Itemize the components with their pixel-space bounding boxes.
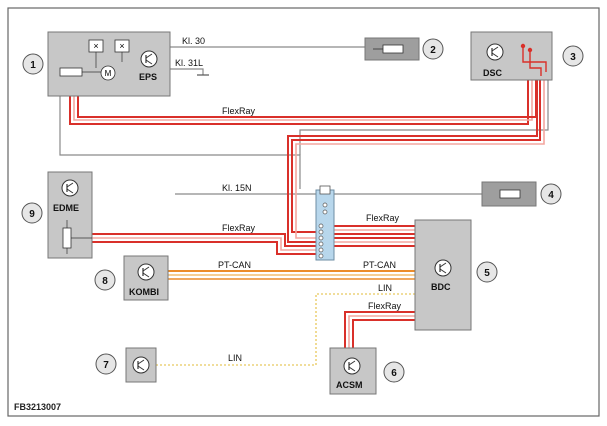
svg-text:4: 4 [548, 190, 554, 201]
label-flexray-bdc: FlexRay [366, 213, 400, 223]
edme-transistor-icon [61, 179, 79, 197]
svg-text:×: × [93, 41, 98, 51]
eps-module: × × M EPS [47, 31, 171, 97]
eps-label: EPS [139, 72, 157, 82]
callout-9: 9 [21, 202, 43, 224]
bdc-module: BDC [414, 219, 472, 331]
eps-transistor-icon [140, 50, 158, 68]
callout-5: 5 [476, 261, 498, 283]
kl15n-fuse [481, 181, 537, 207]
label-lin-bdc: LIN [378, 283, 392, 293]
dsc-transistor-icon [486, 43, 504, 61]
label-flexray-top: FlexRay [222, 106, 256, 116]
lin-sensor-bdc [156, 293, 415, 366]
callout-2: 2 [422, 38, 444, 60]
kombi-module: KOMBI [123, 255, 169, 301]
flexray-edme-bus [92, 233, 316, 255]
label-ptcan-bdc: PT-CAN [363, 260, 396, 270]
label-kl31l: Kl. 31L [175, 58, 203, 68]
callout-3: 3 [562, 45, 584, 67]
figure-id: FB3213007 [14, 402, 61, 412]
callout-8: 8 [94, 269, 116, 291]
svg-text:6: 6 [391, 368, 397, 379]
motor-icon [100, 65, 116, 81]
acsm-transistor-icon [343, 357, 361, 375]
wire-kl31l [170, 68, 204, 75]
svg-text:M: M [105, 69, 112, 78]
svg-text:5: 5 [484, 268, 490, 279]
callout-6: 6 [383, 361, 405, 383]
flexray-acsm-bdc [344, 311, 415, 348]
bus-connector [315, 185, 335, 261]
wire-kl15-dsc [299, 80, 549, 155]
bdc-transistor-icon [434, 259, 452, 277]
svg-text:3: 3 [570, 52, 576, 63]
label-ptcan-kombi: PT-CAN [218, 260, 251, 270]
kl30-fuse [364, 37, 420, 61]
svg-text:1: 1 [30, 60, 36, 71]
label-kl30: Kl. 30 [182, 36, 205, 46]
svg-text:9: 9 [29, 209, 35, 220]
kombi-label: KOMBI [129, 287, 159, 297]
label-flexray-edme: FlexRay [222, 223, 256, 233]
dsc-label: DSC [483, 68, 503, 78]
svg-text:×: × [119, 41, 124, 51]
edme-module: EDME [47, 171, 93, 259]
ptcan-kombi-bdc [168, 270, 415, 280]
flexray-dsc-bus [287, 80, 545, 243]
eps-resistor [59, 67, 83, 77]
label-flexray-acsm: FlexRay [368, 301, 402, 311]
acsm-module: ACSM [329, 347, 377, 395]
callout-7: 7 [95, 353, 117, 375]
bdc-label: BDC [431, 282, 451, 292]
sensor-transistor-icon [132, 356, 150, 374]
wire-eps-kl15 [59, 96, 301, 189]
sensor-module [125, 347, 157, 383]
svg-text:2: 2 [430, 45, 436, 56]
acsm-label: ACSM [336, 380, 363, 390]
svg-text:8: 8 [102, 276, 108, 287]
flexray-bus-bdc [334, 225, 415, 247]
edme-resistor [62, 227, 72, 249]
edme-label: EDME [53, 203, 79, 213]
label-kl15n: Kl. 15N [222, 183, 252, 193]
label-lin-sensor: LIN [228, 353, 242, 363]
dsc-module: DSC [470, 31, 553, 81]
svg-text:7: 7 [103, 360, 109, 371]
kombi-transistor-icon [137, 263, 155, 281]
callout-1: 1 [22, 53, 44, 75]
callout-4: 4 [540, 183, 562, 205]
